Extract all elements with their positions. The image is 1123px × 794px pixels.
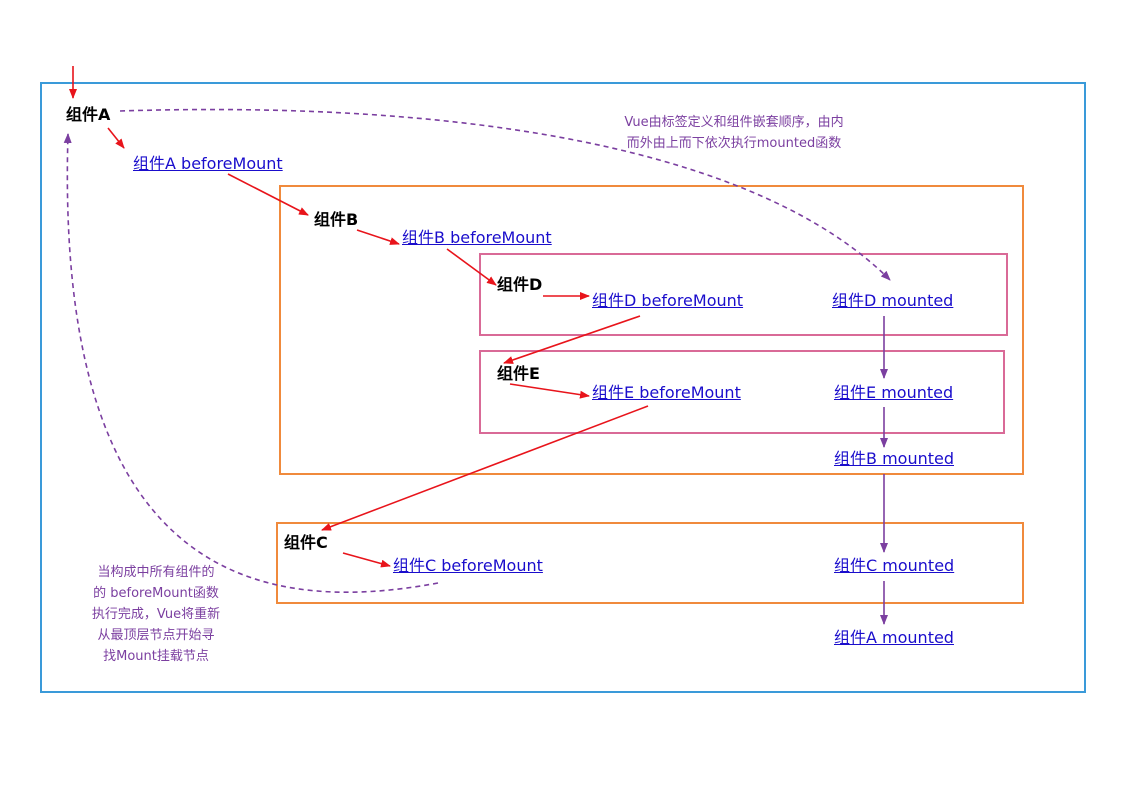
b-beforemount-link[interactable]: 组件B beforeMount bbox=[402, 228, 552, 247]
restart-note-line4: 从最顶层节点开始寻 bbox=[97, 628, 215, 643]
node-d: 组件D bbox=[497, 275, 543, 294]
c-mounted-link[interactable]: 组件C mounted bbox=[834, 556, 955, 575]
d-mounted-link[interactable]: 组件D mounted bbox=[832, 291, 954, 310]
mount-order-note-line2: 而外由上而下依次执行mounted函数 bbox=[626, 136, 842, 151]
component-a-container bbox=[40, 82, 1086, 693]
c-beforemount-link[interactable]: 组件C beforeMount bbox=[393, 556, 543, 575]
restart-note-line3: 执行完成，Vue将重新 bbox=[91, 607, 221, 622]
e-beforemount-link[interactable]: 组件E beforeMount bbox=[592, 383, 741, 402]
restart-note-line2: 的 beforeMount函数 bbox=[93, 586, 219, 601]
restart-note-line1: 当构成中所有组件的 bbox=[97, 565, 215, 580]
mount-order-note-line1: Vue由标签定义和组件嵌套顺序，由内 bbox=[624, 115, 844, 130]
e-mounted-link[interactable]: 组件E mounted bbox=[834, 383, 954, 402]
mount-order-note: Vue由标签定义和组件嵌套顺序，由内 而外由上而下依次执行mounted函数 bbox=[600, 112, 868, 154]
restart-note: 当构成中所有组件的 的 beforeMount函数 执行完成，Vue将重新 从最… bbox=[76, 562, 236, 667]
restart-note-line5: 找Mount挂载节点 bbox=[103, 649, 209, 664]
node-c: 组件C bbox=[284, 533, 328, 552]
component-e-container bbox=[479, 350, 1005, 434]
node-b: 组件B bbox=[314, 210, 359, 229]
d-beforemount-link[interactable]: 组件D beforeMount bbox=[592, 291, 744, 310]
a-mounted-link[interactable]: 组件A mounted bbox=[834, 628, 954, 647]
node-a: 组件A bbox=[66, 105, 111, 124]
b-mounted-link[interactable]: 组件B mounted bbox=[834, 449, 954, 468]
a-beforemount-link[interactable]: 组件A beforeMount bbox=[133, 154, 283, 173]
node-e: 组件E bbox=[497, 364, 540, 383]
